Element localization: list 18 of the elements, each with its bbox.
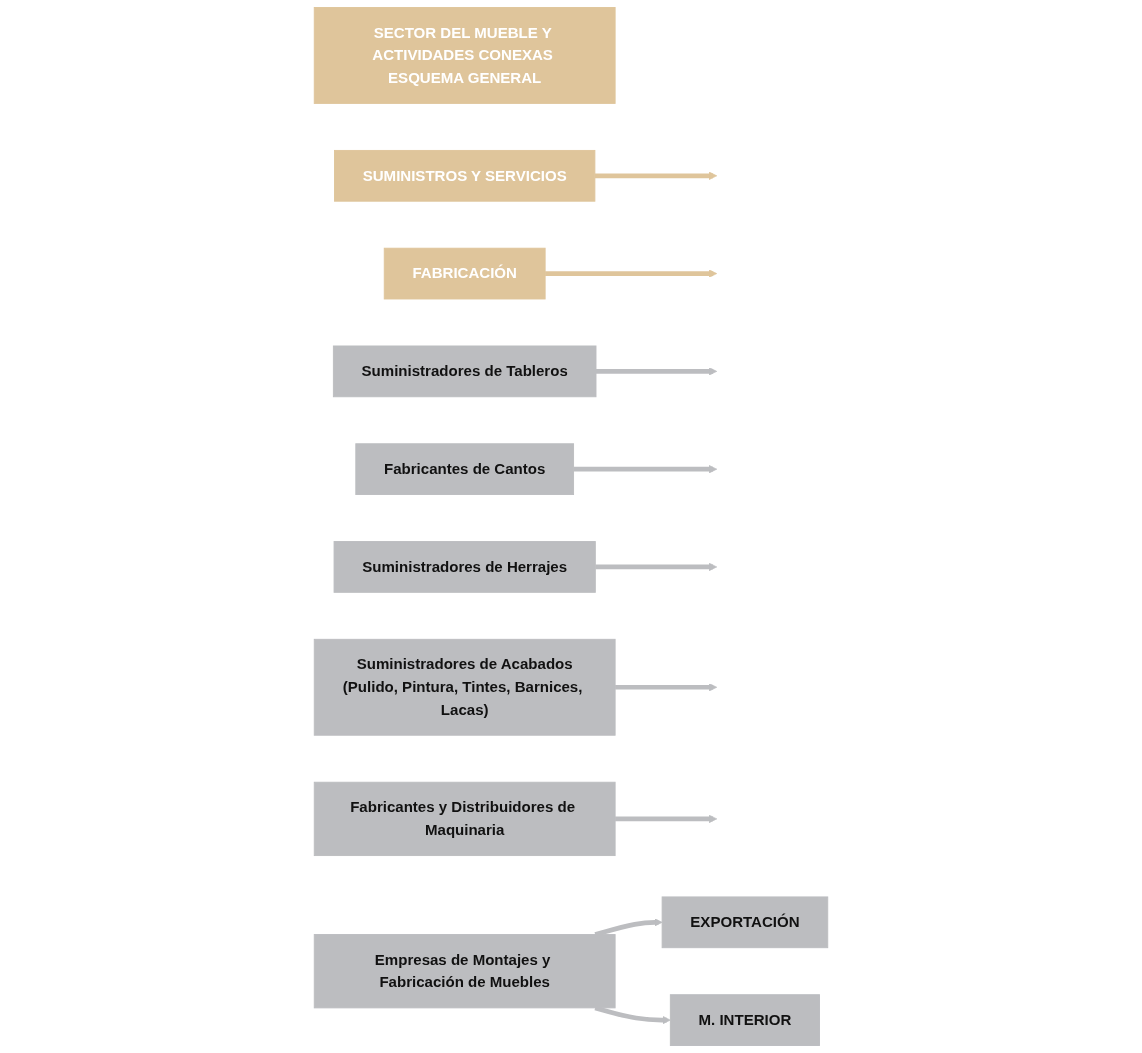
arrow <box>594 171 718 180</box>
node-box: Fabricantes de Cantos <box>355 443 575 495</box>
node-box: FABRICACIÓN <box>383 247 546 300</box>
node-box: EXPORTACIÓN <box>661 896 829 949</box>
node-box: Empresas de Montajes y Fabricación de Muebles <box>313 934 616 1009</box>
arrow <box>615 814 718 824</box>
arrow <box>615 683 718 692</box>
arrow <box>545 269 718 278</box>
node-box: Suministradores de Herrajes <box>333 541 596 593</box>
node-box: SECTOR DEL MUEBLE Y ACTIVIDADES CONEXAS ESQUEMA GENERAL <box>313 7 616 104</box>
arrow <box>596 367 718 376</box>
arrow <box>595 562 718 572</box>
node-box: M. INTERIOR <box>669 994 820 1046</box>
arrow <box>573 465 718 474</box>
node-box: Suministradores de Tableros <box>332 345 597 398</box>
node-box: SUMINISTROS Y SERVICIOS <box>334 149 596 202</box>
node-box: Fabricantes y Distribuidores de Maquinaria <box>313 781 616 857</box>
node-box: Suministradores de Acabados (Pulido, Pintura, Tintes, Barnices, Lacas) <box>313 638 616 736</box>
